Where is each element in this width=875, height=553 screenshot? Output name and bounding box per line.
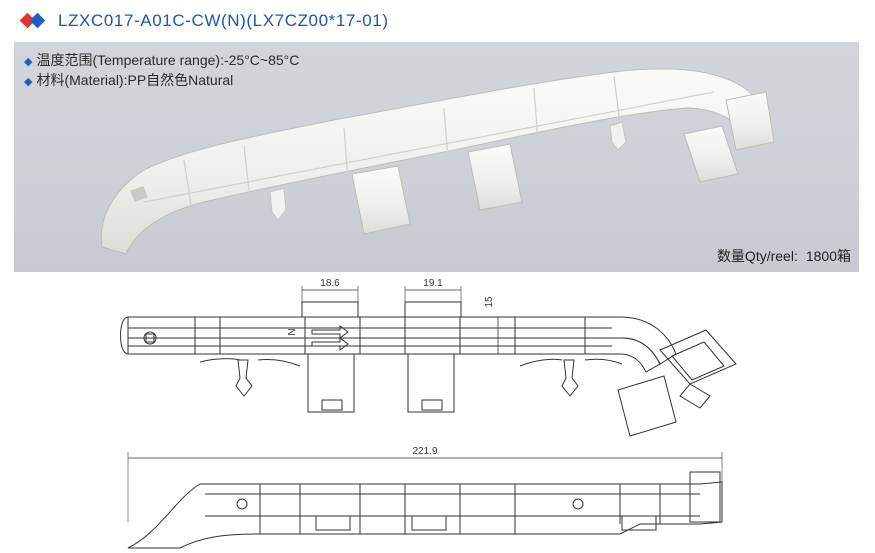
brand-logo-icon: [19, 12, 50, 30]
top-view: [120, 286, 737, 437]
product-photo: [100, 68, 775, 255]
dim-clip-width-2: 19.1: [423, 278, 443, 289]
side-view: [127, 452, 723, 549]
product-photo-panel: ◆温度范围(Temperature range):-25°C~85°C ◆材料(…: [14, 42, 859, 272]
quantity-label: 数量Qty/reel:: [716, 248, 798, 264]
spec-material-text: 材料(Material):PP自然色Natural: [36, 72, 234, 88]
quantity-value: 1800箱: [805, 248, 851, 264]
dim-height: 15: [484, 296, 495, 308]
bullet-diamond-icon: ◆: [24, 56, 33, 68]
dim-clip-width-1: 18.6: [320, 278, 340, 289]
marker-letter: N: [285, 328, 296, 335]
bullet-diamond-icon: ◆: [24, 76, 33, 88]
dim-total-length: 221.9: [412, 446, 437, 457]
technical-drawing: 18.6 19.1 15 221.9 N: [120, 278, 737, 549]
spec-material: ◆材料(Material):PP自然色Natural: [24, 70, 233, 90]
spec-temperature-text: 温度范围(Temperature range):-25°C~85°C: [36, 52, 300, 68]
part-number-title: LZXC017-A01C-CW(N)(LX7CZ00*17-01): [58, 11, 389, 30]
quantity-info: 数量Qty/reel: 1800箱: [717, 246, 851, 266]
header: LZXC017-A01C-CW(N)(LX7CZ00*17-01): [19, 8, 389, 34]
spec-temperature: ◆温度范围(Temperature range):-25°C~85°C: [24, 50, 299, 70]
